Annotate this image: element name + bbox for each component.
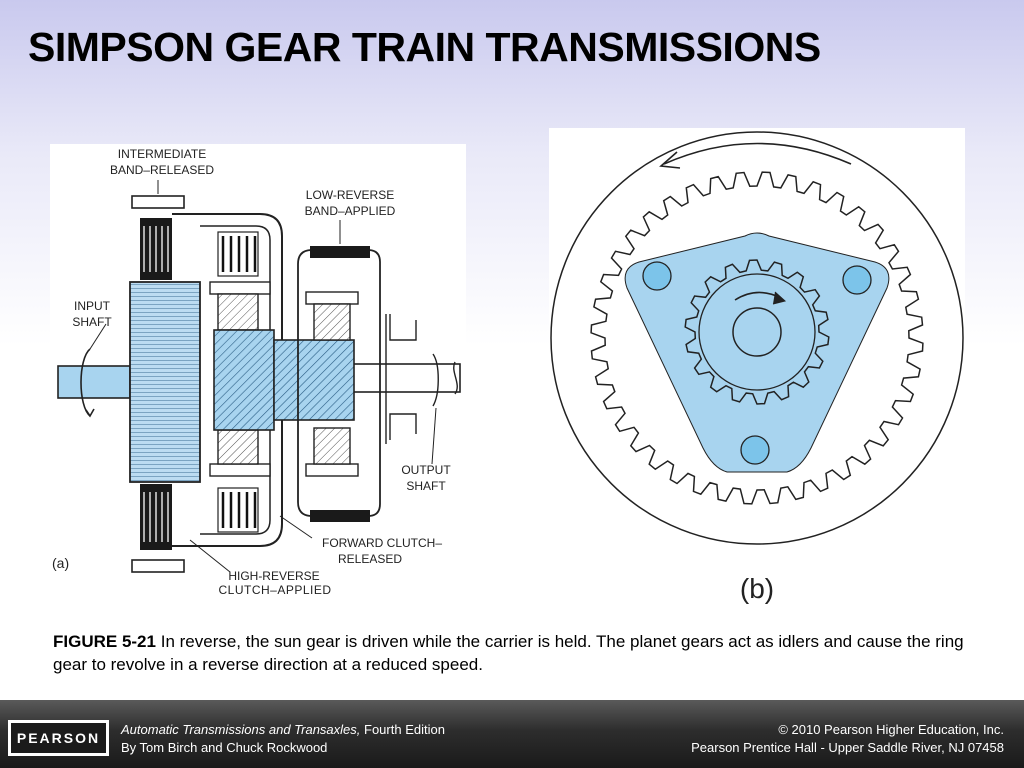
input-shaft — [57, 365, 131, 399]
ring-rotation-arrow — [663, 142, 852, 165]
book-authors: By Tom Birch and Chuck Rockwood — [121, 740, 328, 755]
label-output-shaft: SHAFT — [406, 479, 446, 493]
planet-gear-left — [642, 261, 672, 291]
book-title: Automatic Transmissions and Transaxles, — [121, 722, 361, 737]
label-input: INPUT — [74, 299, 111, 313]
sun-gear-shaft — [732, 307, 782, 357]
label-input-shaft: SHAFT — [72, 315, 112, 329]
output-shaft — [349, 363, 461, 393]
label-intermediate-status: BAND–RELEASED — [110, 163, 214, 177]
label-forward-clutch: FORWARD CLUTCH– — [322, 536, 442, 550]
label-low-reverse-status: BAND–APPLIED — [305, 204, 396, 218]
figure-number: FIGURE 5-21 — [53, 632, 156, 651]
figure-a-cutaway-diagram: INTERMEDIATE BAND–RELEASED LOW-REVERSE B… — [50, 144, 466, 584]
label-high-reverse: HIGH-REVERSE — [228, 569, 319, 583]
book-title-line: Automatic Transmissions and Transaxles, … — [121, 722, 445, 737]
copyright: © 2010 Pearson Higher Education, Inc. — [778, 722, 1004, 737]
figure-b-gearset-diagram: (b) — [549, 128, 965, 608]
footer-bar: PEARSON Automatic Transmissions and Tran… — [0, 700, 1024, 768]
label-high-reverse-status: CLUTCH–APPLIED — [218, 583, 332, 597]
figure-caption: FIGURE 5-21 In reverse, the sun gear is … — [53, 630, 983, 676]
sun-gear — [213, 329, 275, 431]
label-forward-status: RELEASED — [338, 552, 402, 566]
label-low-reverse: LOW-REVERSE — [306, 188, 394, 202]
label-intermediate: INTERMEDIATE — [118, 147, 206, 161]
publisher: Pearson Prentice Hall - Upper Saddle Riv… — [691, 740, 1004, 755]
caption-text: In reverse, the sun gear is driven while… — [53, 632, 964, 674]
book-edition: Fourth Edition — [364, 722, 445, 737]
intermediate-band — [131, 195, 185, 209]
input-drum — [129, 281, 201, 483]
planet-gear-right — [842, 265, 872, 295]
panel-label-a: (a) — [52, 555, 69, 571]
slide-title: SIMPSON GEAR TRAIN TRANSMISSIONS — [28, 24, 821, 70]
pearson-logo: PEARSON — [8, 720, 109, 756]
panel-label-b: (b) — [740, 573, 774, 604]
high-reverse-clutch-plates — [217, 231, 259, 533]
label-output: OUTPUT — [401, 463, 451, 477]
planet-gear-bottom — [740, 435, 770, 465]
